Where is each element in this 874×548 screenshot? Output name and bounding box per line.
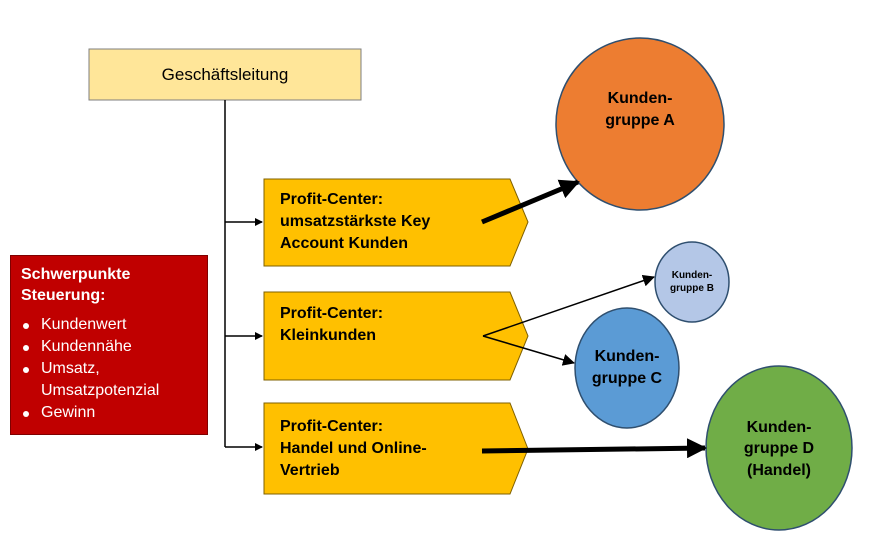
profit-center-1-line-2: umsatzstärkste Key (280, 213, 431, 230)
profit-center-1-line-3: Account Kunden (280, 235, 408, 252)
customer-group-b-line-2: gruppe B (670, 283, 714, 294)
profit-center-2-line-2: Kleinkunden (280, 327, 377, 344)
profit-center-1-line-1: Profit-Center: (280, 191, 384, 208)
customer-group-d-line-3: (Handel) (747, 461, 811, 479)
customer-group-d-label: Kunden- gruppe D (Handel) (719, 413, 839, 485)
customer-group-c-circle (574, 307, 680, 429)
steuerung-item: Gewinn (21, 402, 197, 424)
steuerung-list: Kundenwert Kundennähe Umsatz, Umsatzpote… (21, 314, 197, 424)
customer-group-b-label: Kunden- gruppe B (660, 266, 724, 298)
customer-group-c-line-2: gruppe C (591, 370, 663, 387)
customer-group-a-label: Kunden- gruppe A (580, 85, 700, 135)
steuerung-item: Umsatz, Umsatzpotenzial (21, 358, 197, 402)
arrow-to-group-b (482, 274, 655, 337)
profit-center-label-2: Profit-Center: Kleinkunden (280, 303, 520, 347)
profit-center-shape-2 (263, 291, 529, 381)
customer-group-b-circle (654, 241, 730, 323)
arrow-to-group-d (481, 438, 707, 459)
profit-center-3-line-2: Handel und Online- (280, 440, 427, 457)
profit-center-3-line-3: Vertrieb (280, 462, 340, 479)
customer-group-c-label: Kunden- gruppe C (577, 343, 677, 393)
steuerung-box: Schwerpunkte Steuerung: Kundenwert Kunde… (10, 255, 208, 435)
customer-group-a-circle (555, 37, 725, 211)
customer-group-d-line-1: Kunden- (746, 418, 812, 436)
profit-center-label-1: Profit-Center: umsatzstärkste Key Accoun… (280, 189, 520, 255)
top-box (88, 48, 362, 101)
steuerung-title: Schwerpunkte Steuerung: (21, 264, 197, 306)
profit-center-shape-1 (263, 178, 529, 267)
top-box-label: Geschäftsleitung (161, 64, 289, 84)
profit-center-label-3: Profit-Center: Handel und Online- Vertri… (280, 416, 520, 482)
steuerung-title-line-1: Schwerpunkte (21, 266, 131, 283)
profit-center-2-line-1: Profit-Center: (280, 305, 384, 322)
customer-group-c-line-1: Kunden- (594, 348, 660, 366)
profit-center-3-line-1: Profit-Center: (280, 418, 384, 435)
arrow-to-group-c (482, 335, 575, 366)
steuerung-item: Kundennähe (21, 336, 197, 358)
connector-tree (224, 100, 263, 451)
customer-group-d-line-2: gruppe D (743, 440, 815, 458)
steuerung-title-line-2: Steuerung: (21, 287, 106, 304)
customer-group-a-line-2: gruppe A (605, 112, 675, 129)
arrow-to-group-a (481, 179, 580, 225)
steuerung-item: Kundenwert (21, 314, 197, 336)
customer-group-b-line-1: Kunden- (671, 269, 713, 281)
profit-center-shape-3 (263, 402, 529, 495)
customer-group-a-line-1: Kunden- (607, 90, 673, 108)
